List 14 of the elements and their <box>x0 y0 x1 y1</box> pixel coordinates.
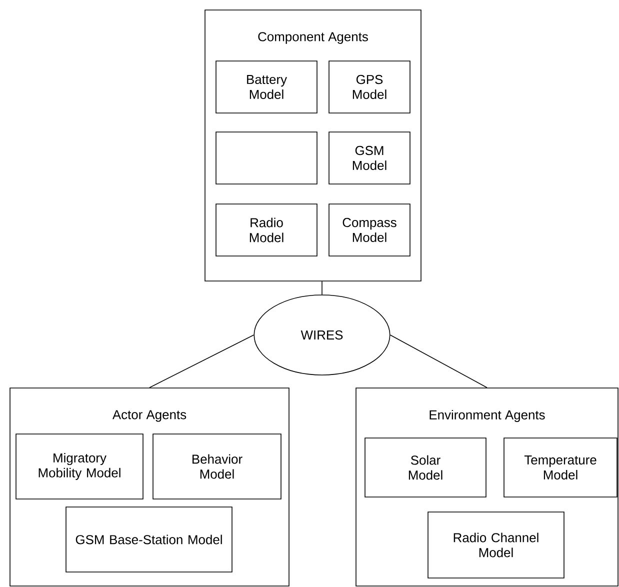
model-box: GPS Model <box>328 60 410 114</box>
model-box: Migratory Mobility Model <box>16 434 144 500</box>
model-box: Compass Model <box>328 204 410 256</box>
connector-line <box>149 334 254 388</box>
model-box: Temperature Model <box>504 438 618 498</box>
model-box: GSM Model <box>328 132 410 184</box>
model-box: Battery Model <box>216 60 318 114</box>
model-box: GSM Base-Station Model <box>66 506 232 572</box>
model-box: Radio Channel Model <box>428 512 564 578</box>
model-box <box>216 132 318 184</box>
connector-line <box>390 334 488 388</box>
model-box: Solar Model <box>364 438 486 498</box>
model-box: Radio Model <box>216 204 318 256</box>
model-box: Behavior Model <box>152 434 282 500</box>
